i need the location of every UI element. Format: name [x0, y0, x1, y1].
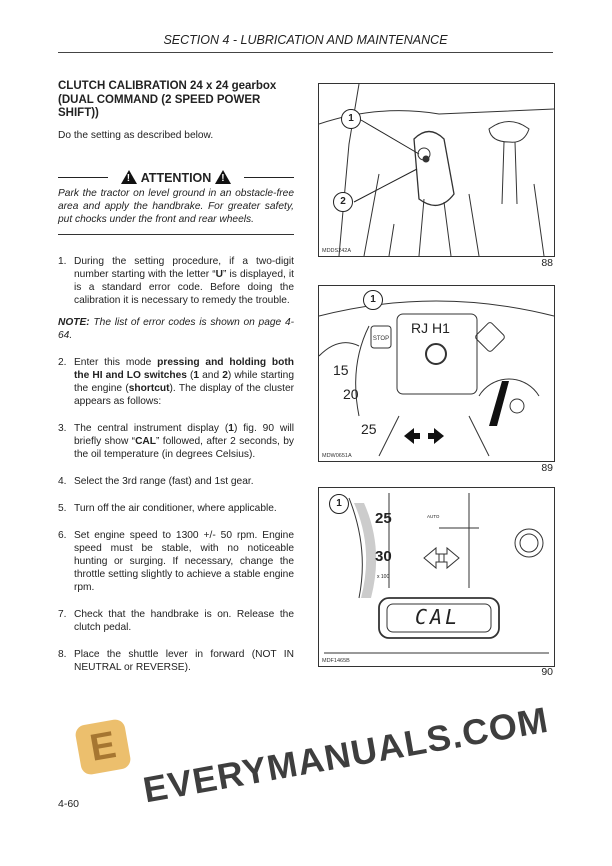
text: ( — [186, 369, 194, 381]
gauge-label: 25 — [361, 421, 377, 437]
note-label: NOTE: — [58, 316, 90, 328]
figure-number: 88 — [541, 257, 553, 269]
text: and — [199, 369, 223, 381]
figure-code: MDF1465B — [322, 658, 350, 664]
text: 1 — [228, 422, 234, 434]
divider — [244, 176, 294, 178]
attention-text: Park the tractor on level ground in an o… — [58, 187, 294, 235]
header-divider — [58, 52, 553, 53]
text: shortcut — [128, 382, 170, 394]
step-8: 8. Place the shuttle lever in forward (N… — [58, 648, 294, 674]
figure-code: MDW0651A — [322, 453, 352, 459]
text: During the setting procedure, if a two-d… — [74, 255, 294, 280]
text: ). The display of the cluster appears as… — [74, 382, 295, 407]
step-number: 6. — [58, 529, 67, 541]
text: Turn off the air conditioner, where appl… — [74, 502, 277, 514]
text: ” is displayed, it is a standard error c… — [74, 268, 294, 306]
callout-1: 1 — [341, 109, 361, 129]
step-number: 8. — [58, 648, 67, 660]
gauge-label: 30 — [375, 548, 392, 565]
cal-display-text: CAL — [415, 605, 461, 629]
text: CAL — [135, 435, 157, 447]
warning-icon — [215, 169, 232, 185]
step-number: 4. — [58, 475, 67, 487]
divider — [58, 176, 108, 178]
step-3: 3. The central instrument display (1) fi… — [58, 422, 294, 461]
auto-label: AUTO — [427, 514, 440, 519]
step-number: 1. — [58, 255, 67, 267]
attention-heading: ATTENTION — [58, 169, 294, 185]
cal-display-illustration — [324, 493, 549, 654]
figure-88-gear-lever: 1 2 MDDS242A — [318, 83, 555, 257]
watermark-logo: E — [74, 718, 132, 776]
step-2: 2. Enter this mode pressing and holding … — [58, 356, 294, 408]
figure-number: 90 — [541, 666, 553, 678]
step-number: 5. — [58, 502, 67, 514]
gauge-label: 25 — [375, 510, 392, 527]
note: NOTE: The list of error codes is shown o… — [58, 316, 294, 342]
text: pressing and holding both the HI and LO … — [74, 356, 294, 381]
callout-2: 2 — [333, 192, 353, 212]
step-number: 3. — [58, 422, 67, 434]
stop-label: STOP — [373, 336, 389, 342]
step-7: 7. Check that the handbrake is on. Relea… — [58, 608, 294, 634]
text: 2 — [222, 369, 228, 381]
figure-code: MDDS242A — [322, 248, 352, 254]
figure-90-cal-display: 25 30 x 100 AUTO CAL 1 MDF1465B — [318, 487, 555, 667]
callout-1: 1 — [363, 290, 383, 310]
figure-number: 89 — [541, 462, 553, 474]
gauge-label: 15 — [333, 362, 349, 378]
step-6: 6. Set engine speed to 1300 +/- 50 rpm. … — [58, 529, 294, 594]
text: 1 — [193, 369, 200, 381]
gauge-label: 20 — [343, 386, 359, 402]
text: ) while starting the engine ( — [74, 369, 294, 394]
figure-89-instrument-cluster: STOP RJ H1 15 20 25 1 MDW0651A — [318, 285, 555, 462]
text: The central instrument display ( — [74, 422, 229, 434]
attention-label: ATTENTION — [140, 170, 212, 185]
step-number: 2. — [58, 356, 67, 368]
left-column: CLUTCH CALIBRATION 24 x 24 gearbox (DUAL… — [58, 80, 294, 674]
step-4: 4. Select the 3rd range (fast) and 1st g… — [58, 475, 294, 488]
text: Enter this mode — [74, 356, 158, 368]
scale-label: x 100 — [377, 574, 390, 580]
text: ) fig. 90 will briefly show “ — [74, 422, 294, 447]
section-header: SECTION 4 - LUBRICATION AND MAINTENANCE — [163, 33, 448, 47]
warning-icon — [120, 169, 137, 185]
step-number: 7. — [58, 608, 67, 620]
text: ” followed, after 2 seconds, by the oil … — [74, 435, 294, 460]
display-text: RJ H1 — [411, 320, 450, 336]
section-title: CLUTCH CALIBRATION 24 x 24 gearbox (DUAL… — [58, 80, 277, 119]
text: Set engine speed to 1300 +/- 50 rpm. Eng… — [74, 529, 294, 593]
text: U — [215, 268, 224, 280]
gear-lever-illustration — [318, 83, 555, 257]
step-5: 5. Turn off the air conditioner, where a… — [58, 502, 294, 515]
cluster-illustration: STOP — [318, 300, 555, 457]
step-1: 1. During the setting procedure, if a tw… — [58, 255, 294, 307]
note-text: The list of error codes is shown on page… — [58, 316, 294, 341]
page-number: 4-60 — [58, 798, 80, 810]
text: Select the 3rd range (fast) and 1st gear… — [74, 475, 254, 487]
watermark: EVERYMANUALS.COM — [140, 698, 552, 811]
text: Check that the handbrake is on. Release … — [74, 608, 294, 633]
intro-text: Do the setting as described below. — [58, 129, 214, 141]
text: Place the shuttle lever in forward (NOT … — [74, 648, 294, 673]
callout-1: 1 — [329, 494, 349, 514]
